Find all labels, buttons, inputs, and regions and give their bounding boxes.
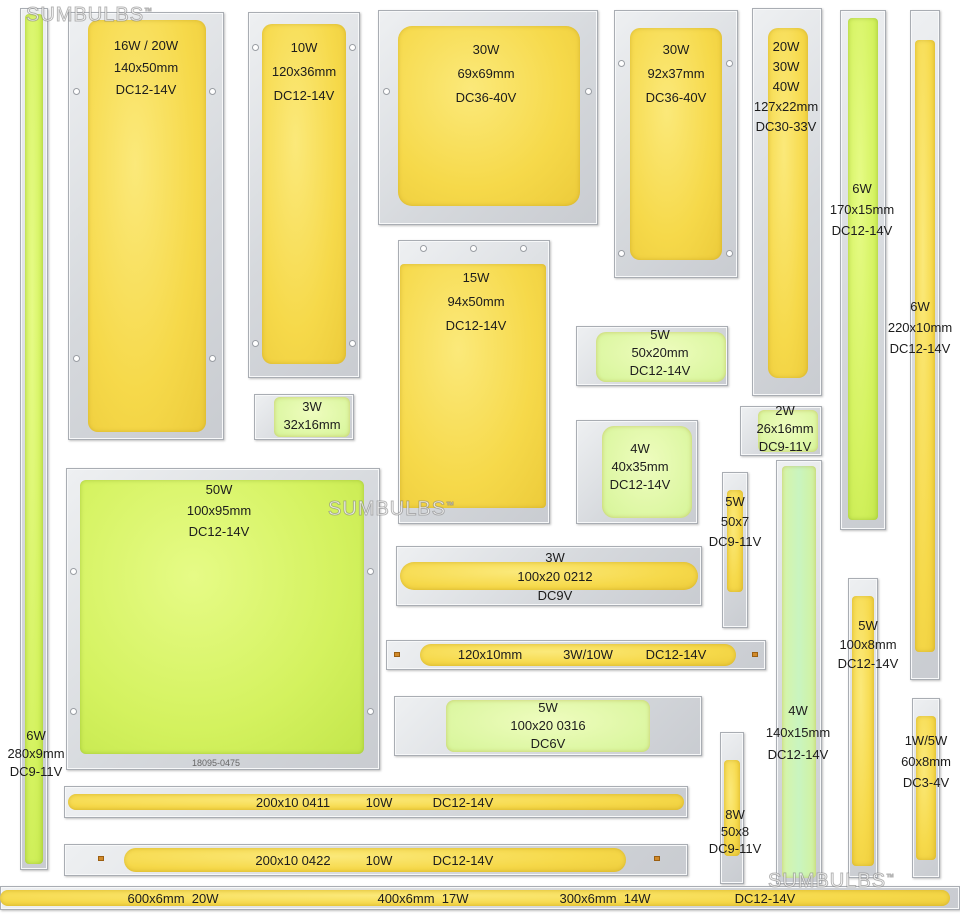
led-emitter xyxy=(400,562,698,590)
solder-pad xyxy=(654,856,660,861)
solder-pad xyxy=(752,652,758,657)
mount-hole xyxy=(618,250,625,257)
led-emitter xyxy=(724,760,740,856)
led-emitter xyxy=(915,40,935,652)
led-emitter xyxy=(768,28,808,378)
solder-pad xyxy=(394,652,400,657)
mount-hole xyxy=(252,44,259,51)
mount-hole xyxy=(367,568,374,575)
mount-hole xyxy=(585,88,592,95)
label-200x10-0411-size: 200x10 0411 xyxy=(255,795,331,810)
led-emitter xyxy=(446,700,650,752)
led-emitter xyxy=(420,644,736,666)
led-emitter xyxy=(262,24,346,364)
label-200x10-0422-size: 200x10 0422 xyxy=(255,853,331,868)
label-200x10-0411-voltage: DC12-14V xyxy=(432,795,494,810)
mount-hole xyxy=(520,245,527,252)
label-strip-400: 400x6mm 17W xyxy=(377,891,469,906)
label-200x10-0422-voltage: DC12-14V xyxy=(432,853,494,868)
label-3w10w-120x10-size: 120x10mm xyxy=(457,647,523,662)
led-emitter xyxy=(398,26,580,206)
led-emitter xyxy=(124,848,626,872)
led-emitter xyxy=(758,410,818,452)
led-emitter xyxy=(782,466,816,878)
board-code: 18095-0475 xyxy=(191,758,241,768)
mount-hole xyxy=(73,355,80,362)
mount-hole xyxy=(349,340,356,347)
led-emitter xyxy=(852,596,874,866)
mount-hole xyxy=(367,708,374,715)
led-emitter xyxy=(88,20,206,432)
mount-hole xyxy=(209,355,216,362)
solder-pad xyxy=(98,856,104,861)
led-emitter xyxy=(0,890,950,906)
mount-hole xyxy=(70,568,77,575)
mount-hole xyxy=(726,60,733,67)
label-strip-300: 300x6mm 14W xyxy=(559,891,651,906)
mount-hole xyxy=(73,88,80,95)
mount-hole xyxy=(349,44,356,51)
watermark-bottom-right: SUMBULBS™ xyxy=(767,870,896,893)
mount-hole xyxy=(383,88,390,95)
led-emitter xyxy=(274,397,350,437)
led-emitter xyxy=(848,18,878,520)
watermark-center: SUMBULBS™ xyxy=(327,498,456,521)
mount-hole xyxy=(420,245,427,252)
led-emitter xyxy=(400,264,546,508)
led-emitter xyxy=(596,332,726,382)
label-3w10w-120x10-power: 3W/10W xyxy=(563,647,613,662)
label-200x10-0411-power: 10W xyxy=(365,795,393,810)
led-emitter xyxy=(916,716,936,860)
watermark-top-left: SUMBULBS™ xyxy=(25,4,154,27)
label-strip-600: 600x6mm 20W xyxy=(127,891,219,906)
led-emitter xyxy=(727,490,743,592)
led-emitter xyxy=(602,426,692,518)
mount-hole xyxy=(209,88,216,95)
mount-hole xyxy=(70,708,77,715)
mount-hole xyxy=(470,245,477,252)
led-emitter xyxy=(80,480,364,754)
label-3w10w-120x10-voltage: DC12-14V xyxy=(645,647,707,662)
led-emitter xyxy=(68,794,684,810)
mount-hole xyxy=(252,340,259,347)
mount-hole xyxy=(618,60,625,67)
led-emitter xyxy=(25,14,43,864)
led-emitter xyxy=(630,28,722,260)
label-strip-voltage: DC12-14V xyxy=(734,891,796,906)
mount-hole xyxy=(726,250,733,257)
label-200x10-0422-power: 10W xyxy=(365,853,393,868)
